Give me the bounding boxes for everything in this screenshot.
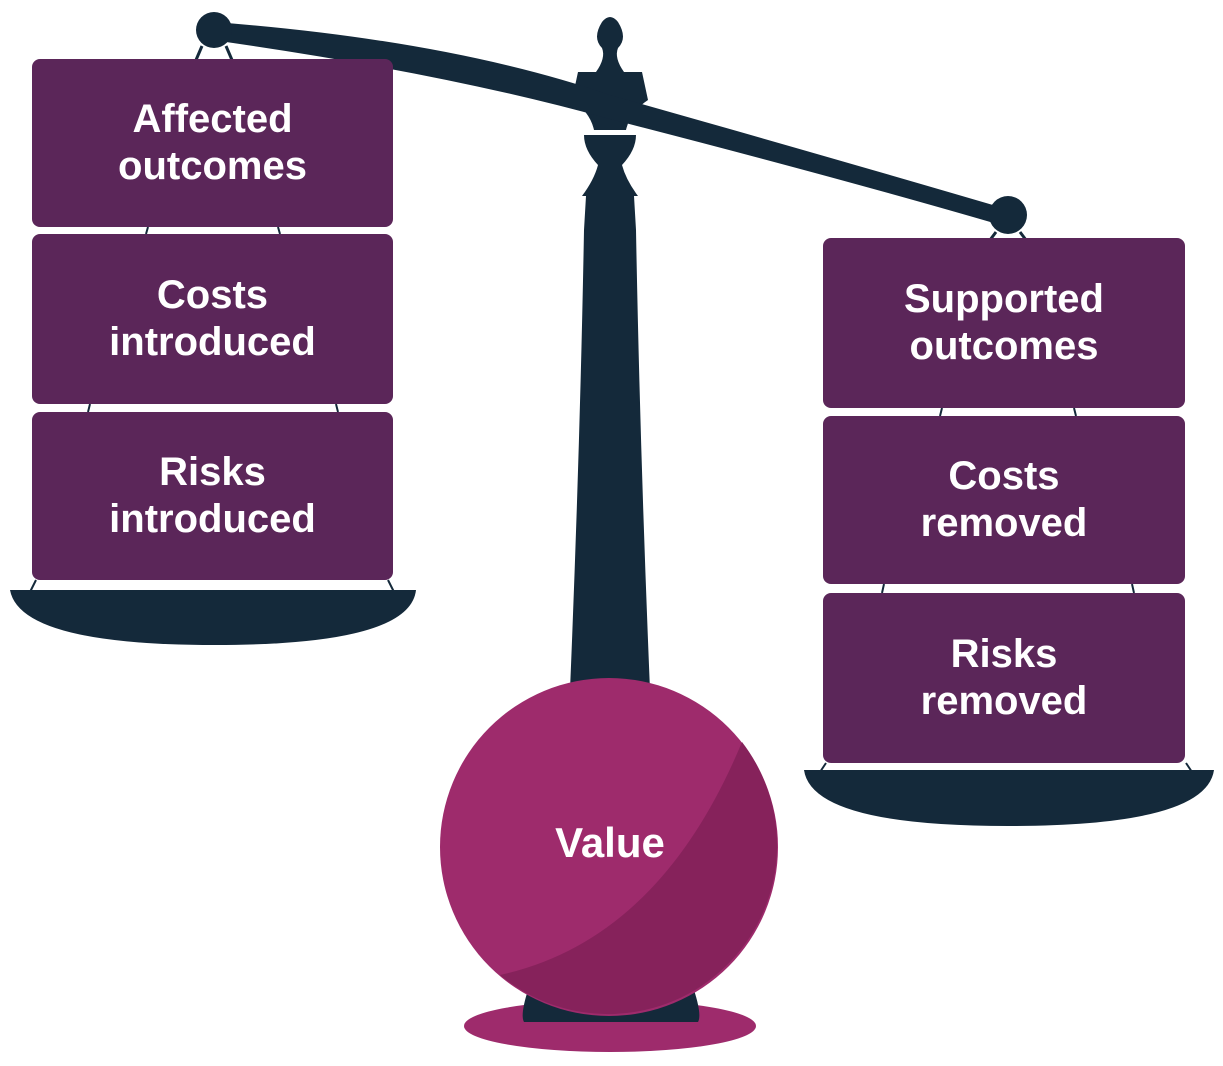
left-connectors <box>29 226 395 593</box>
right-connectors <box>819 407 1193 773</box>
affected-outcomes-box: Affected outcomes <box>32 59 393 227</box>
scale-finial <box>596 17 624 72</box>
risks-introduced-label: Risks introduced <box>109 450 316 541</box>
beam-left-knob <box>196 12 232 48</box>
value-label: Value <box>555 819 665 866</box>
scale-beam <box>212 22 1010 226</box>
risks-removed-box: Risks removed <box>823 593 1185 763</box>
right-pan <box>804 770 1214 826</box>
costs-introduced-label: Costs introduced <box>109 273 316 364</box>
beam-right-knob <box>989 196 1027 234</box>
costs-removed-label: Costs removed <box>920 454 1088 545</box>
supported-outcomes-label: Supported outcomes <box>904 277 1104 368</box>
costs-introduced-box: Costs introduced <box>32 234 393 404</box>
risks-introduced-box: Risks introduced <box>32 412 393 580</box>
value-ball-shadow <box>500 742 778 1015</box>
left-hook <box>194 45 234 61</box>
left-pan <box>10 590 416 645</box>
costs-removed-box: Costs removed <box>823 416 1185 584</box>
affected-outcomes-label: Affected outcomes <box>118 97 307 188</box>
supported-outcomes-box: Supported outcomes <box>823 238 1185 408</box>
risks-removed-label: Risks removed <box>920 632 1088 723</box>
scale-column-neck <box>582 135 638 196</box>
scale-column <box>570 196 650 690</box>
